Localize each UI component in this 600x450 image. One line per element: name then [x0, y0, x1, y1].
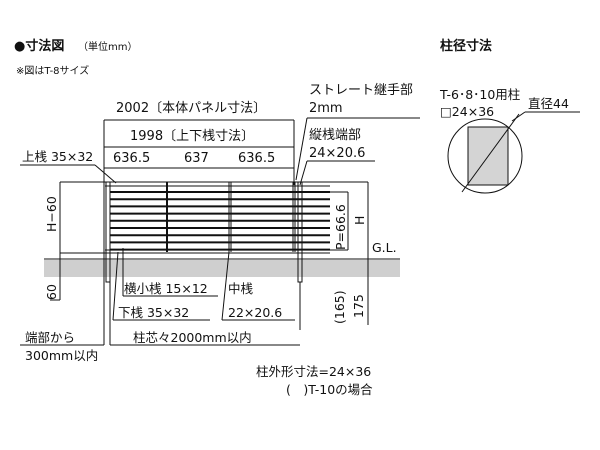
span-2: 637: [184, 151, 209, 166]
depth: 175: [351, 294, 366, 318]
unit-label: （単位mm）: [78, 40, 137, 53]
post-outer-dimension: 柱外形寸法=24×36: [256, 364, 371, 379]
height-label: H: [352, 216, 367, 225]
span-3: 636.5: [238, 151, 275, 166]
post-size: □24×36: [440, 104, 494, 119]
t10-note: ( )T-10の場合: [286, 382, 373, 397]
post-diameter: 直径44: [528, 96, 569, 111]
post-cross-section: [447, 111, 580, 194]
joint-value: 2mm: [309, 101, 343, 116]
ground-band: [44, 260, 400, 277]
dimension-lines: [20, 117, 420, 186]
post-type: T-6･8･10用柱: [439, 87, 520, 102]
span-1: 636.5: [113, 151, 150, 166]
ground-level-label: G.L.: [372, 240, 397, 255]
slat-label: 横小桟 15×12: [124, 281, 208, 296]
size-note: ※図はT-8サイズ: [16, 64, 89, 77]
mid-stile-label: 中桟: [228, 281, 254, 296]
top-rail-label: 上桟 35×32: [22, 149, 93, 164]
depth-t10: (165): [332, 290, 347, 324]
joint-label: ストレート継手部: [309, 83, 413, 98]
end-stile-value: 24×20.6: [309, 146, 365, 161]
end-limit-label: 300mm以内: [25, 348, 98, 363]
end-stile-label: 縦桟端部: [309, 128, 361, 143]
h-minus-60: H−60: [44, 196, 59, 232]
rail-span-dimension: 1998〔上下桟寸法〕: [130, 129, 254, 144]
end-from-label: 端部から: [25, 330, 75, 345]
panel-dimension: 2002〔本体パネル寸法〕: [116, 101, 266, 116]
post-section-title: 柱径寸法: [440, 38, 492, 54]
mid-stile-value: 22×20.6: [228, 305, 282, 320]
diagram-title: ●寸法図: [14, 38, 64, 54]
pitch-label: P=66.6: [333, 204, 348, 250]
fence-panel: [20, 181, 400, 346]
bottom-rail-label: 下桟 35×32: [118, 305, 189, 320]
embed-60: 60: [44, 284, 59, 300]
post-pitch-label: 柱芯々2000mm以内: [133, 330, 252, 345]
